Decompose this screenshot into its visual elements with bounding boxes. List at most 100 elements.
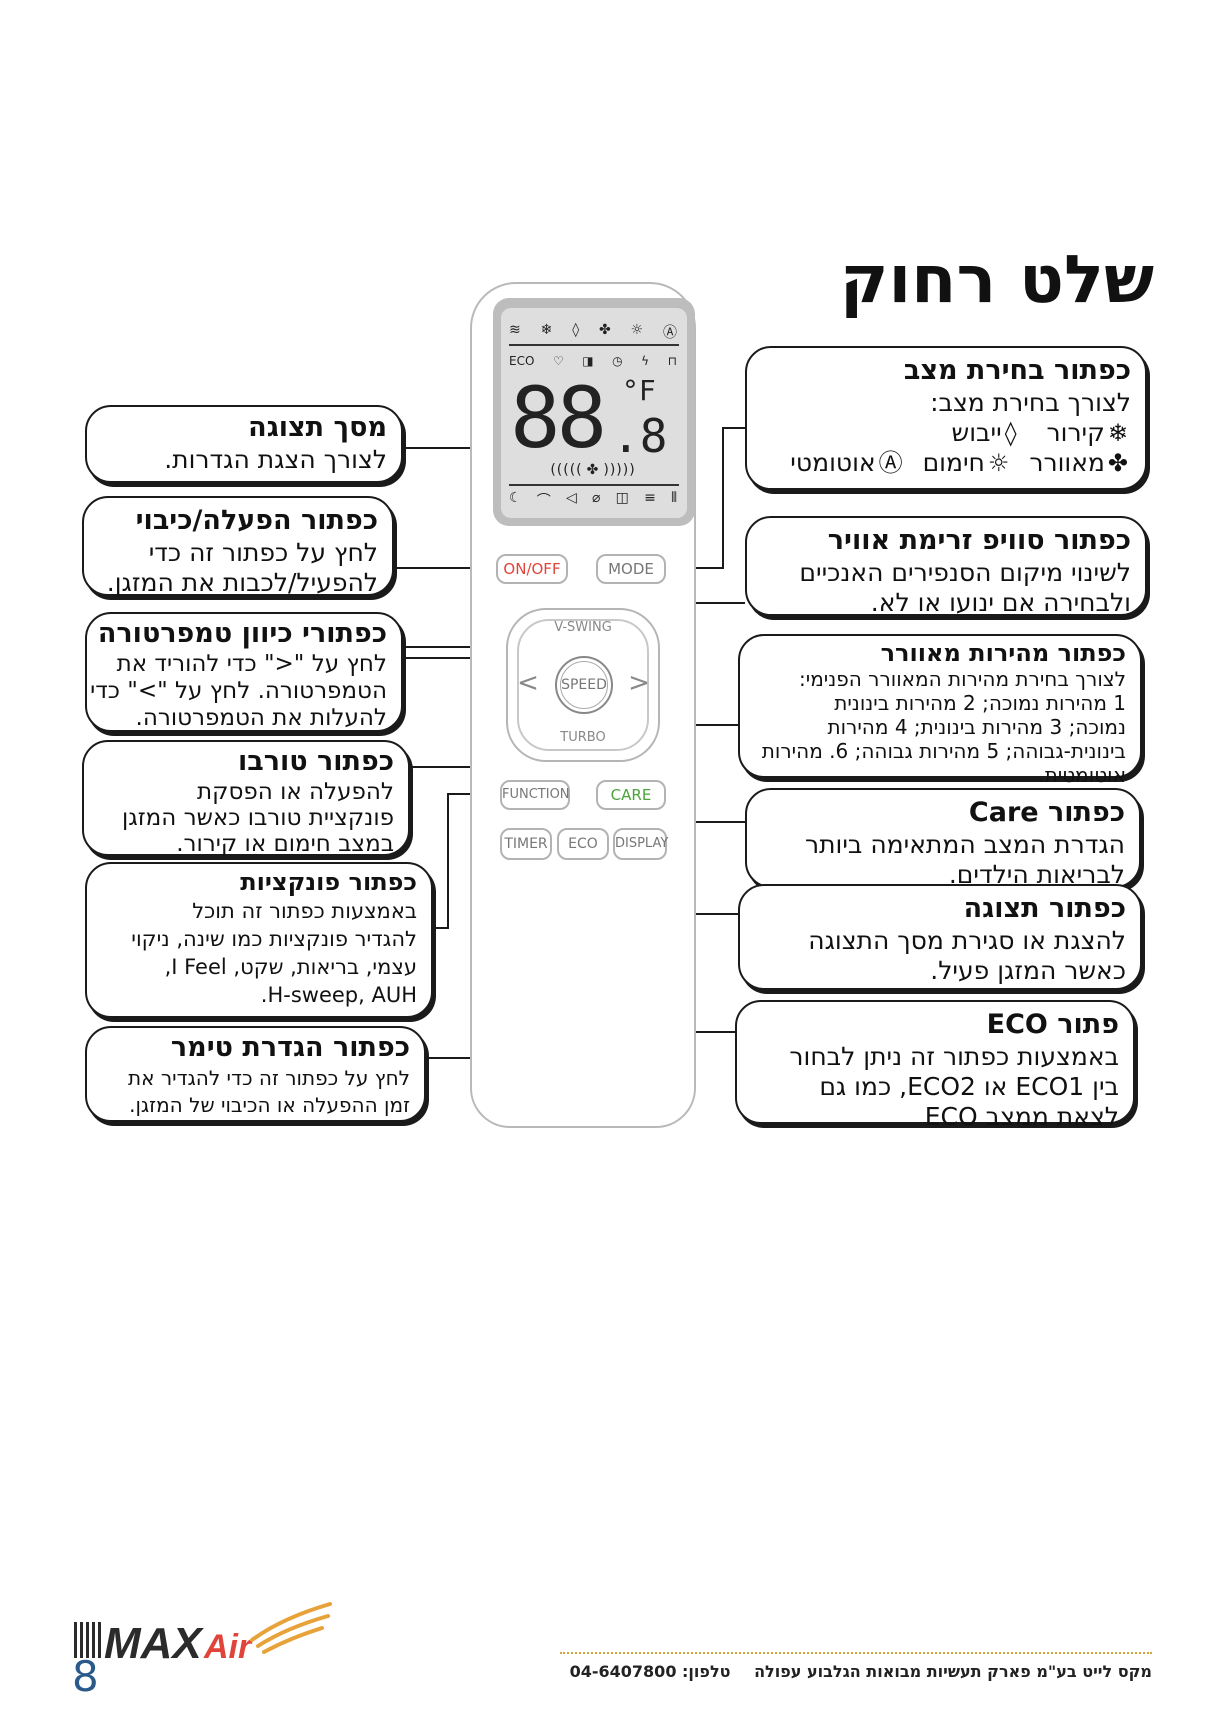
callout-speed-line5: אוטומטית. [1038, 763, 1126, 787]
self-clean-icon: ⌒ [536, 493, 551, 509]
callout-function-line3: עצמי, בריאות, שקט, I Feel, [164, 955, 417, 979]
callout-speed-line1: לצורך בחירת מהירות המאוורר הפנימי: [798, 667, 1126, 691]
callout-displaybtn-title: כפתור תצוגה [963, 893, 1126, 924]
heart-icon: ♡ [552, 354, 564, 368]
fan-icon: ✤ [1107, 449, 1128, 477]
callout-swing-line1: לשינוי מיקום הסנפירים האנכיים [799, 558, 1131, 587]
mode-auto-text: אוטומטי [790, 448, 876, 477]
onoff-label: ON/OFF [503, 560, 561, 578]
callout-displaybtn: כפתור תצוגה להצגת או סגירת מסך התצוגה כא… [738, 884, 1142, 990]
care-button[interactable]: CARE [596, 780, 666, 810]
logo-text-air: Air [203, 1628, 253, 1666]
eco-button[interactable]: ECO [557, 828, 609, 860]
sweep-icon: ≡ [644, 490, 656, 506]
direction-pad-inner [517, 619, 649, 751]
temp-up-button[interactable]: > [628, 668, 650, 698]
display-label: DISPLAY [615, 836, 669, 851]
callout-swing-title: כפתור סוויפ זרימת אוויר [827, 525, 1131, 556]
temp-down-button[interactable]: < [517, 668, 539, 698]
callout-timer-title: כפתור הגדרת טימר [170, 1032, 410, 1063]
footer-phone: 04-6407800 [569, 1662, 677, 1681]
footer: מקס לייט בע"מ פארק תעשיות מבואות הגלבוע … [570, 1662, 1152, 1681]
callout-displaybtn-line1: להצגת או סגירת מסך התצוגה [808, 926, 1126, 955]
callout-eco-line3: לצאת ממצב ECO [924, 1102, 1119, 1131]
footer-phone-label: טלפון: [682, 1662, 731, 1681]
callout-function-line1: באמצעות כפתור זה תוכל [192, 899, 417, 923]
callout-display: מסך תצוגה לצורך הצגת הגדרות. [85, 405, 403, 483]
snowflake-icon: ❄ [540, 322, 553, 338]
callout-temp-line3: להעלות את הטמפרטורה. [135, 705, 387, 731]
logo-wing-icon [250, 1602, 332, 1654]
callout-swing-line2: ולבחירה אם ינועו או לא. [870, 588, 1131, 617]
mode-heat-text: חימום [922, 448, 985, 477]
callout-eco-line1: באמצעות כפתור זה ניתן לבחור [789, 1042, 1119, 1071]
function-button[interactable]: FUNCTION [500, 780, 570, 810]
callout-function: כפתור פונקציות באמצעות כפתור זה תוכל להג… [85, 862, 433, 1018]
wifi-icon: ≋ [509, 322, 521, 338]
callout-speed-title: כפתור מהירות מאוורר [880, 639, 1126, 667]
timer-label: TIMER [504, 836, 548, 852]
lcd-divider-top [509, 344, 679, 346]
callout-temp-title: כפתורי כיוון טמפרטורה [97, 618, 387, 649]
heater-icon: ⫴ [671, 490, 677, 506]
callout-mode-title: כפתור בחירת מצב [903, 355, 1131, 386]
onoff-button[interactable]: ON/OFF [496, 554, 568, 584]
lcd-screen [501, 308, 687, 518]
callout-onoff-line2: להפעיל/לכבות את המזגן. [106, 568, 378, 597]
mode-label: MODE [608, 560, 654, 578]
display-button[interactable]: DISPLAY [613, 828, 669, 860]
droplet-icon: ◊ [572, 322, 580, 338]
timer-button[interactable]: TIMER [500, 828, 552, 860]
snowflake-icon: ❄ [1107, 419, 1128, 447]
fan-speed-bars-right-icon: ))))) [603, 462, 636, 478]
callout-care-line1: הגדרת המצב המתאימה ביותר [804, 830, 1125, 859]
callout-display-body: לצורך הצגת הגדרות. [164, 445, 387, 474]
callout-speed: כפתור מהירות מאוורר לצורך בחירת מהירות ה… [738, 634, 1142, 787]
callout-temp: כפתורי כיוון טמפרטורה לחץ על "<" כדי להו… [85, 612, 403, 732]
fan-center-icon: ✤ [586, 462, 600, 478]
mode-cool-text: קירור [1046, 418, 1105, 447]
callout-turbo-line1: להפעלה או הפסקת [197, 779, 394, 805]
callout-display-title: מסך תצוגה [248, 412, 387, 443]
eco-label: ECO [568, 836, 598, 852]
lcd-decimal: .8 [612, 409, 668, 463]
light-icon: ◨ [582, 354, 594, 368]
health-icon: ⌀ [592, 490, 601, 506]
callout-function-title: כפתור פונקציות [240, 868, 417, 896]
vswing-button[interactable]: V-SWING [554, 620, 612, 635]
callout-temp-line2: הטמפרטורה. לחץ על ">" כדי [90, 678, 387, 704]
logo-text-max: MAX [104, 1619, 204, 1668]
lcd-fan-speed: ((((( ✤ ))))) [509, 462, 677, 478]
callout-timer-line2: זמן ההפעלה או הכיבוי של המזגן. [129, 1093, 410, 1117]
moon-icon: ☾ [509, 490, 522, 506]
mode-button[interactable]: MODE [596, 554, 666, 584]
lcd-digits: 88 [510, 369, 607, 467]
turbo-button[interactable]: TURBO [560, 730, 606, 745]
callout-onoff-title: כפתור הפעלה/כיבוי [135, 505, 378, 536]
mute-icon: ◁ [566, 490, 577, 506]
callout-turbo-title: כפתור טורבו [237, 746, 394, 777]
lock-icon: ⊓ [667, 354, 677, 368]
footer-divider [560, 1652, 1152, 1654]
callout-turbo-line3: במצב חימום או קירור. [176, 831, 394, 857]
callout-displaybtn-line2: כאשר המזגן פעיל. [930, 956, 1126, 985]
lcd-divider-bottom [509, 484, 679, 486]
speed-button-ring [555, 656, 613, 714]
callout-temp-line1: לחץ על "<" כדי להוריד את [116, 651, 387, 677]
callout-turbo-line2: פונקציית טורבו כאשר המזגן [121, 805, 394, 831]
lcd-mode-icons: ≋ ❄ ◊ ✤ ☼ Ⓐ [509, 322, 677, 342]
lcd-unit: °F [622, 374, 656, 407]
clock-icon: ◷ [612, 354, 623, 368]
callout-swing: כפתור סוויפ זרימת אוויר לשינוי מיקום הסנ… [745, 516, 1147, 617]
fan-icon: ✤ [598, 322, 611, 338]
callout-speed-line4: בינונית-גבוהה; 5 מהירות גבוהה; 6. מהירות [761, 739, 1126, 763]
callout-mode-line1: לצורך בחירת מצב: [930, 388, 1131, 417]
mode-fan-text: מאוורר [1029, 448, 1105, 477]
lightning-icon: ϟ [641, 354, 650, 368]
callout-timer: כפתור הגדרת טימר לחץ על כפתור זה כדי להג… [85, 1026, 426, 1122]
callout-eco: פתור ECO באמצעות כפתור זה ניתן לבחור בין… [735, 1000, 1135, 1131]
callout-eco-line2: בין ECO1 או ECO2, כמו גם [819, 1072, 1119, 1101]
speed-button[interactable]: SPEED [560, 661, 608, 709]
callout-turbo: כפתור טורבו להפעלה או הפסקת פונקציית טור… [82, 740, 410, 857]
direction-pad [506, 608, 660, 762]
